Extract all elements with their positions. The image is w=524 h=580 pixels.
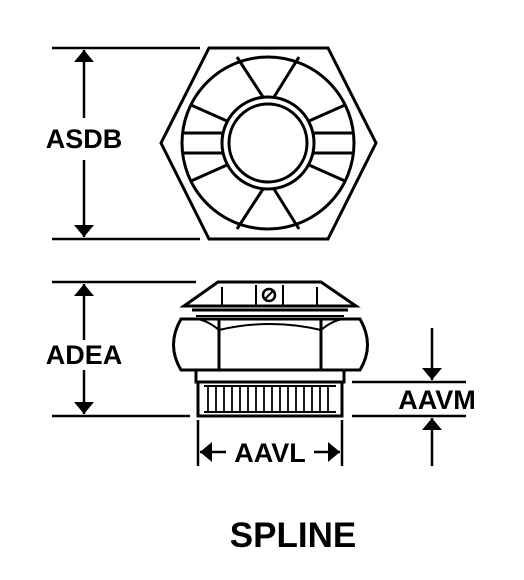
- cap-body: [179, 280, 361, 308]
- nut-chamfer-right: [320, 318, 345, 331]
- spline-slot: [183, 151, 228, 183]
- side-view: ADEA AAVM AAVL: [46, 280, 476, 468]
- asdb-label: ASDB: [46, 124, 123, 154]
- knurled-ring: [196, 380, 344, 418]
- screw-slot: [264, 290, 274, 300]
- spline-slot: [308, 103, 353, 135]
- aavm-label: AAVM: [398, 385, 476, 415]
- spline-slot: [183, 103, 228, 135]
- nut-neck: [194, 368, 346, 384]
- inner-bore: [227, 102, 309, 184]
- outer-ring: [180, 55, 356, 231]
- aavl-label: AAVL: [234, 438, 306, 468]
- screw-icon: [261, 287, 277, 303]
- diagram-caption: SPLINE: [230, 516, 356, 555]
- top-view: ASDB: [46, 46, 378, 241]
- nut-body: [172, 317, 369, 372]
- nut-chamfer-left: [195, 318, 220, 331]
- hex-outline: [159, 46, 378, 241]
- spline-slot: [308, 151, 353, 183]
- knurl-lines: [207, 386, 329, 412]
- nut-chamfer-mid: [218, 323, 322, 331]
- inner-bore-outer: [220, 95, 316, 191]
- spline-slots: [183, 56, 353, 230]
- adea-label: ADEA: [46, 340, 123, 370]
- spline-slot: [235, 188, 301, 230]
- spline-slot: [235, 56, 301, 98]
